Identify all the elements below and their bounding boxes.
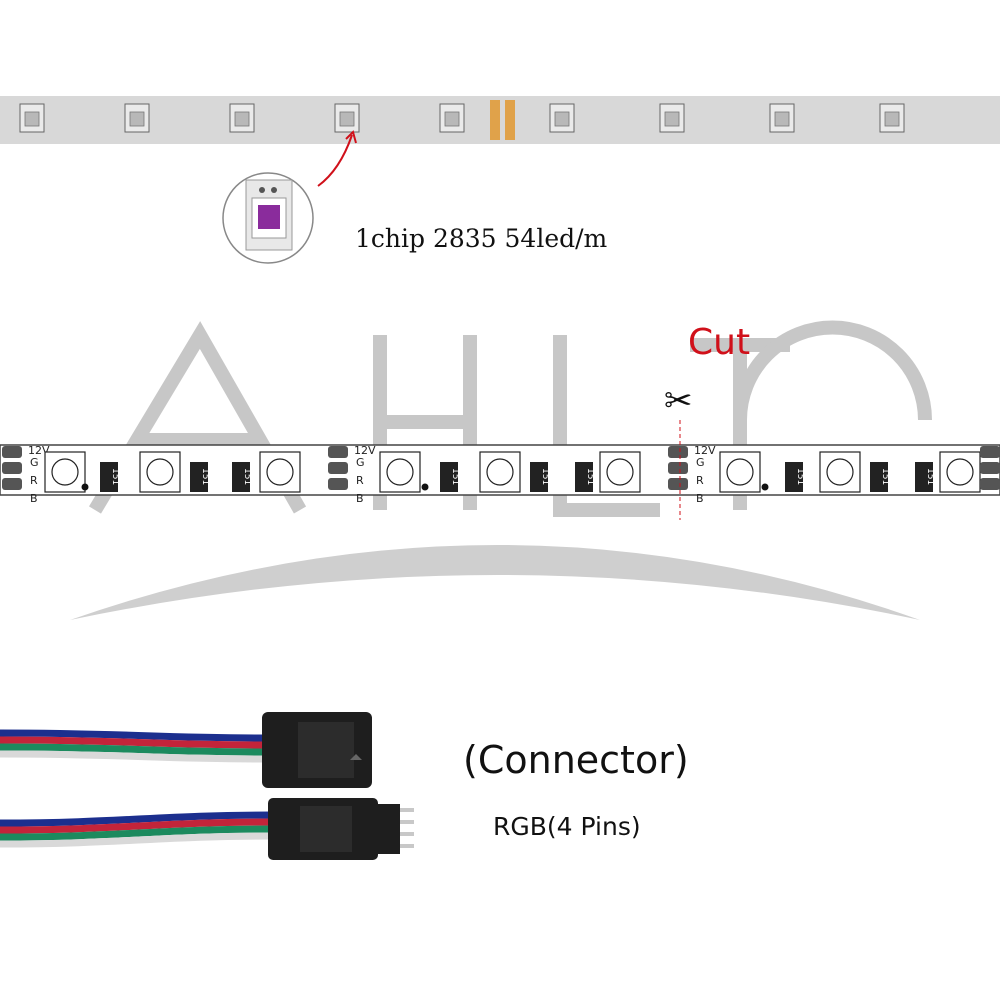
svg-text:151: 151	[880, 468, 890, 485]
top-led-chip	[439, 103, 465, 133]
pad-label: G	[696, 456, 705, 469]
top-led-chip	[659, 103, 685, 133]
led-chip	[479, 451, 521, 493]
led-chip	[599, 451, 641, 493]
wire	[0, 750, 266, 763]
top-led-chip	[229, 103, 255, 133]
female-connector	[0, 712, 372, 788]
pad-label: B	[356, 492, 364, 505]
pad-label: 12V	[694, 444, 716, 457]
wire	[0, 743, 266, 756]
pad-label: G	[356, 456, 365, 469]
pad-label: 12V	[354, 444, 376, 457]
top-led-chip	[879, 103, 905, 133]
pad-label: R	[696, 474, 704, 487]
resistor: 151	[100, 462, 120, 492]
chip-zoom-bubble	[222, 130, 357, 264]
resistor: 151	[575, 462, 595, 492]
connector-title: (Connector)	[463, 738, 689, 782]
svg-text:151: 151	[450, 468, 460, 485]
top-led-chip	[124, 103, 150, 133]
resistor: 151	[232, 462, 252, 492]
male-connector	[0, 798, 414, 860]
pad-label: G	[30, 456, 39, 469]
svg-text:151: 151	[110, 468, 120, 485]
connector-subtitle: RGB(4 Pins)	[493, 812, 641, 841]
svg-text:151: 151	[540, 468, 550, 485]
led-chip	[819, 451, 861, 493]
wire	[0, 825, 273, 841]
wire	[0, 811, 273, 827]
led-chip	[44, 451, 86, 493]
led-chip	[939, 451, 981, 493]
wire	[0, 736, 266, 749]
resistor: 151	[530, 462, 550, 492]
svg-text:151: 151	[925, 468, 935, 485]
scissors-icon: ✂	[664, 381, 693, 421]
svg-text:151: 151	[242, 468, 252, 485]
pad-label: B	[696, 492, 704, 505]
watermark-swoosh	[70, 545, 920, 620]
led-chip	[139, 451, 181, 493]
resistor: 151	[785, 462, 805, 492]
top-led-chip	[769, 103, 795, 133]
wire	[0, 729, 266, 742]
pad-label: R	[356, 474, 364, 487]
polarity-dot	[421, 483, 429, 491]
svg-text:151: 151	[795, 468, 805, 485]
top-led-chip	[19, 103, 45, 133]
cut-label: Cut	[688, 322, 751, 363]
pad-label: B	[30, 492, 38, 505]
polarity-dot	[761, 483, 769, 491]
resistor: 151	[870, 462, 890, 492]
chip-caption: 1chip 2835 54led/m	[355, 224, 608, 253]
polarity-dot	[81, 483, 89, 491]
resistor: 151	[440, 462, 460, 492]
svg-text:151: 151	[585, 468, 595, 485]
resistor: 151	[915, 462, 935, 492]
led-chip	[719, 451, 761, 493]
top-led-chip	[549, 103, 575, 133]
wire	[0, 832, 273, 848]
top-cut-pads	[490, 100, 515, 140]
wire	[0, 818, 273, 834]
led-chip	[379, 451, 421, 493]
led-chip	[259, 451, 301, 493]
top-led-strip	[0, 96, 1000, 144]
resistor: 151	[190, 462, 210, 492]
svg-text:151: 151	[200, 468, 210, 485]
pad-label: R	[30, 474, 38, 487]
top-led-chip	[334, 103, 360, 133]
